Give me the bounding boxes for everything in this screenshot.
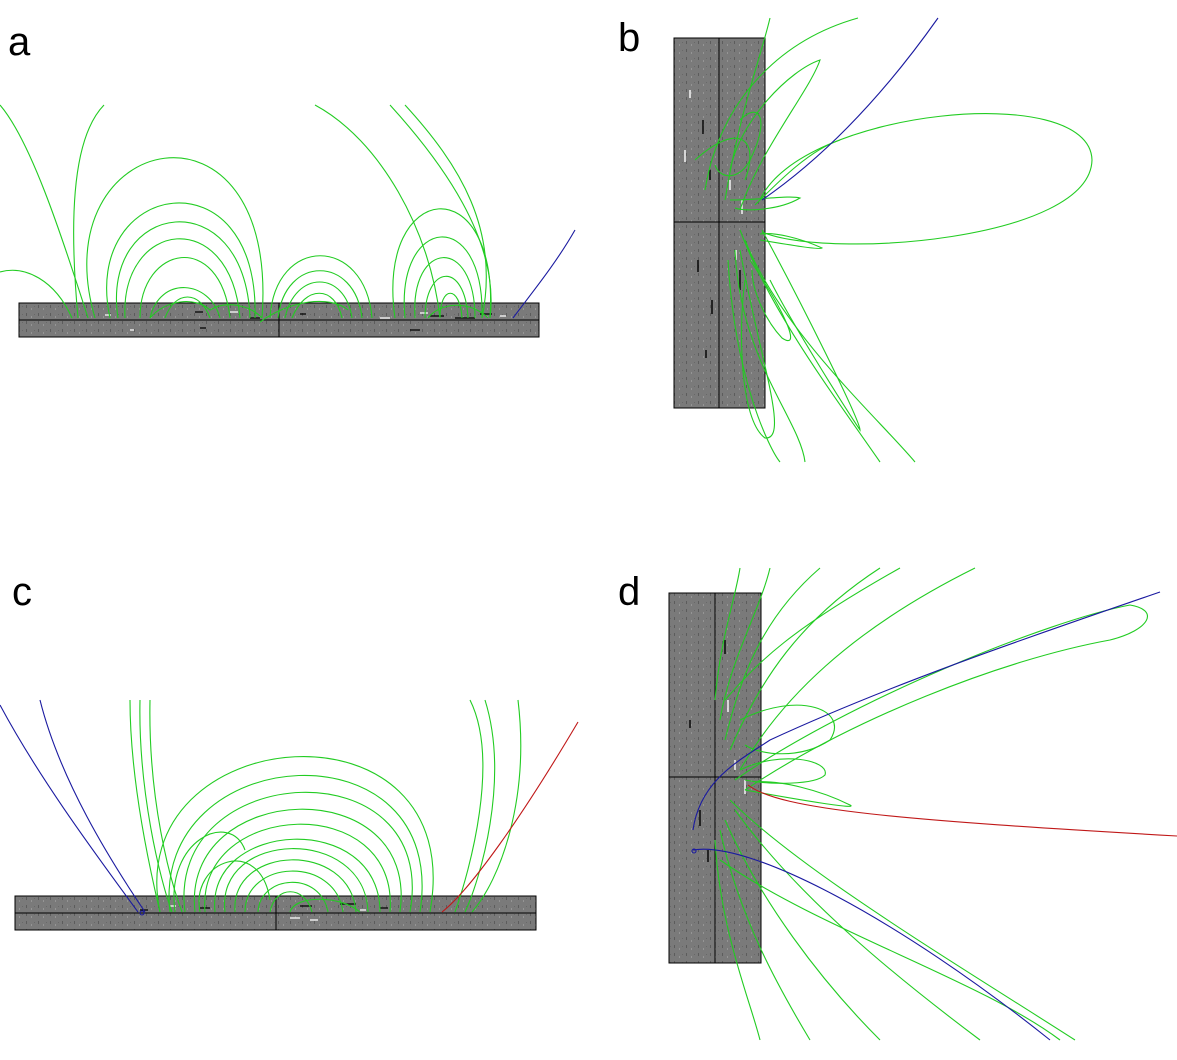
panel-b (673, 17, 1093, 463)
panel-d-open-field-lines-blue (691, 591, 1161, 1041)
panel-a (0, 104, 576, 338)
panel-d-closed-field-lines (714, 567, 1148, 1041)
panel-d-magnetogram (668, 592, 762, 964)
panel-c-open-field-line-red (441, 721, 579, 913)
panel-label-c: c (12, 570, 32, 614)
panel-b-magnetogram (673, 37, 766, 409)
panel-a-closed-field-lines (0, 104, 492, 323)
panel-b-open-field-line (761, 17, 939, 201)
panel-label-a: a (8, 20, 31, 64)
panel-c-open-field-lines-blue (0, 699, 146, 916)
panel-c-magnetogram (14, 895, 537, 931)
panel-d (668, 567, 1177, 1041)
panel-c (0, 699, 579, 931)
panel-c-closed-field-lines (129, 699, 522, 913)
panel-label-b: b (618, 16, 641, 60)
panel-a-open-field-line (512, 229, 576, 319)
panel-d-open-field-line-red (747, 784, 1177, 837)
panel-label-d: d (618, 570, 641, 614)
